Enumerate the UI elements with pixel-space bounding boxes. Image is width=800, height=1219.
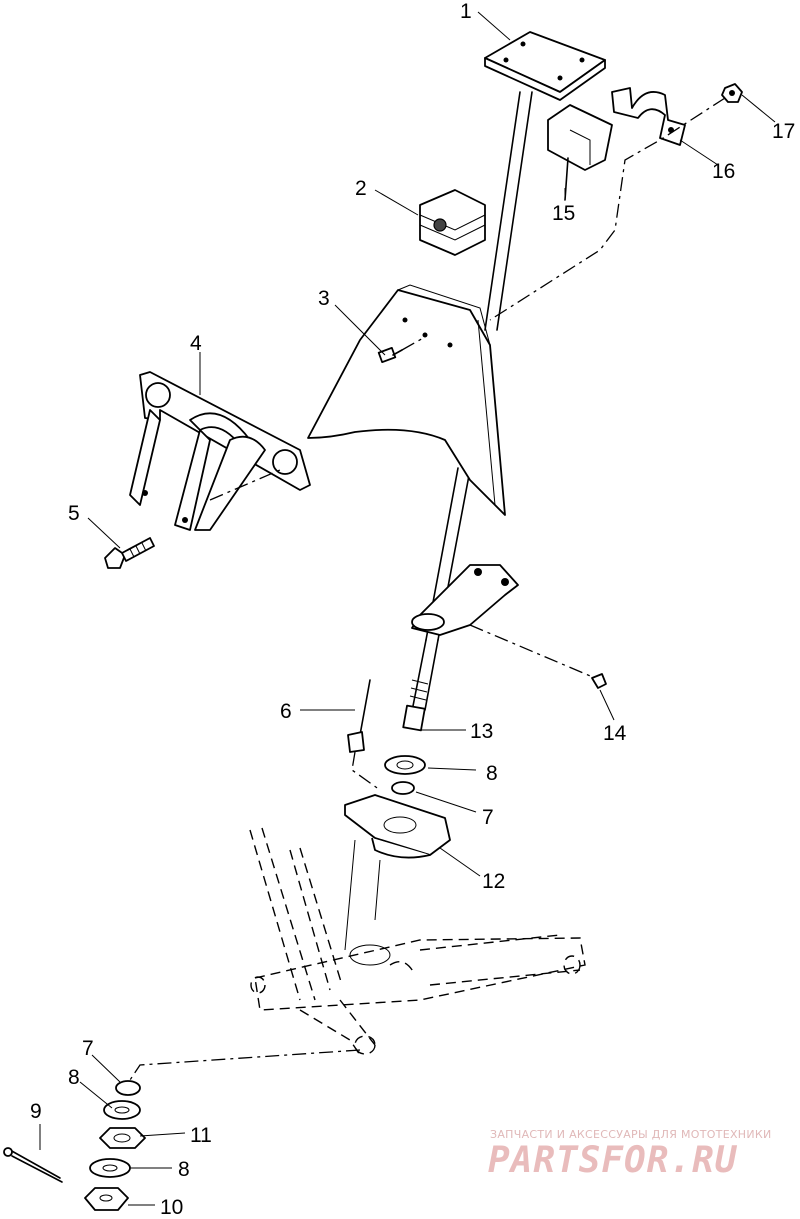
callout-5: 5 <box>68 502 80 525</box>
lower-hardware <box>3 1049 361 1211</box>
callout-11: 11 <box>190 1124 212 1147</box>
lower-column-parts <box>344 679 451 951</box>
callout-12: 12 <box>482 870 505 893</box>
bolt-5 <box>104 537 155 569</box>
support-plate <box>411 564 607 689</box>
nut-17 <box>721 83 743 103</box>
callout-2: 2 <box>355 177 367 200</box>
bolt-3 <box>377 336 426 363</box>
callout-8b: 8 <box>68 1066 80 1089</box>
callout-14: 14 <box>603 722 627 745</box>
callout-15: 15 <box>552 202 575 225</box>
callout-13: 13 <box>470 720 493 743</box>
callout-3: 3 <box>318 287 330 310</box>
upper-bushing <box>547 104 613 201</box>
fairing-panel <box>307 284 506 516</box>
bracket <box>129 371 311 531</box>
watermark: ЗАПЧАСТИ И АКСЕССУАРЫ ДЛЯ МОТОТЕХНИКИ PA… <box>488 1128 772 1181</box>
leader-lines <box>39 11 776 1206</box>
callout-8a: 8 <box>486 762 498 785</box>
callout-7a: 7 <box>482 806 494 829</box>
callout-17: 17 <box>772 120 795 143</box>
rubber-block <box>419 189 486 256</box>
callouts: 1 2 3 4 5 6 13 14 8 7 12 15 16 17 7 8 9 … <box>30 0 795 1219</box>
callout-1: 1 <box>460 0 472 23</box>
callout-7b: 7 <box>82 1037 94 1060</box>
callout-9: 9 <box>30 1100 42 1123</box>
callout-8c: 8 <box>178 1158 190 1181</box>
frame-phantom <box>249 827 586 1056</box>
callout-4: 4 <box>190 332 202 355</box>
watermark-logo: PARTSFOR.RU <box>488 1140 738 1181</box>
watermark-tagline: ЗАПЧАСТИ И АКСЕССУАРЫ ДЛЯ МОТОТЕХНИКИ <box>490 1128 772 1141</box>
clamp <box>489 87 726 321</box>
callout-10: 10 <box>160 1196 183 1219</box>
handlebar-mount-plate <box>484 31 606 101</box>
callout-16: 16 <box>712 160 735 183</box>
callout-6: 6 <box>280 700 292 723</box>
